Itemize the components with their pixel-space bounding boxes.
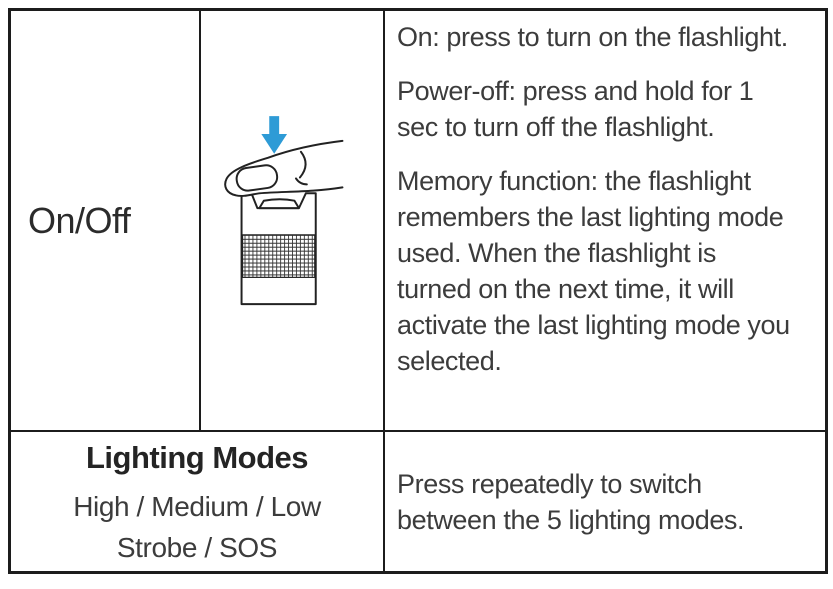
paragraph-on: On: press to turn on the flashlight. (397, 22, 788, 52)
lighting-modes-list: High / Medium / Low Strobe / SOS (73, 486, 321, 568)
lighting-modes-title: Lighting Modes (85, 440, 309, 475)
modes-line-1: High / Medium / Low (73, 491, 321, 522)
finger (224, 139, 344, 197)
illustration-cell (201, 11, 385, 430)
lighting-modes-description-cell: Press repeatedly to switch between the 5… (385, 432, 825, 571)
instruction-table: On/Off (8, 8, 828, 574)
paragraph-power-off: Power-off: press and hold for 1 sec to t… (397, 76, 754, 142)
on-off-description-cell: On: press to turn on the flashlight. Pow… (385, 11, 825, 430)
knuckle-crease-small (294, 177, 308, 186)
paragraph-memory: Memory function: the flashlight remember… (397, 166, 790, 376)
row-on-off: On/Off (11, 11, 825, 432)
down-arrow-icon (261, 116, 288, 154)
row-lighting-modes: Lighting Modes High / Medium / Low Strob… (11, 432, 825, 571)
fingernail (235, 164, 279, 192)
paragraph-modes-switch: Press repeatedly to switch between the 5… (397, 468, 745, 535)
modes-line-2: Strobe / SOS (116, 532, 278, 563)
flashlight-grip-texture (241, 234, 316, 278)
on-off-label-cell: On/Off (11, 11, 201, 430)
lighting-modes-cell: Lighting Modes High / Medium / Low Strob… (11, 432, 385, 571)
flashlight-press-illustration (224, 116, 344, 306)
on-off-label: On/Off (28, 199, 131, 241)
knuckle-crease (298, 150, 307, 179)
